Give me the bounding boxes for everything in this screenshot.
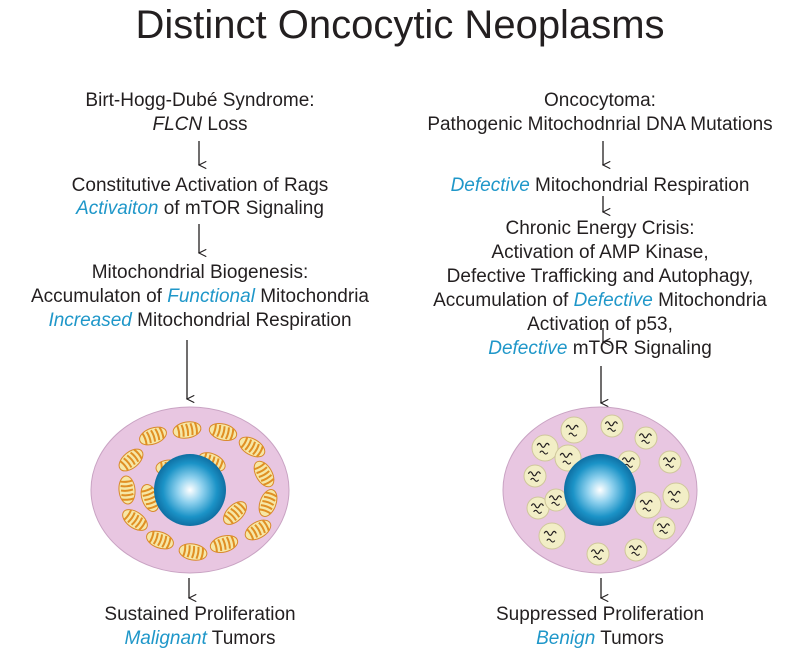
defective-mitochondrion [634, 426, 658, 450]
defective-mitochondrion [531, 434, 559, 462]
left-sustained-proliferation: Sustained Proliferation [104, 604, 296, 625]
defective-mitochondrion [600, 414, 624, 438]
left-mtor-activation: Activaiton of mTOR Signaling [76, 198, 324, 219]
functional-mitochondrion [209, 534, 239, 554]
defective-mitochondrion [652, 516, 676, 540]
functional-mitochondrion [208, 422, 238, 442]
functional-mitochondrion [139, 426, 167, 446]
right-mtdna-mutations: Pathogenic Mitochodnrial DNA Mutations [427, 114, 773, 135]
defective-mitochondrion [523, 464, 547, 488]
left-increased-respiration: Increased Mitochondrial Respiration [48, 310, 352, 331]
defective-mitochondrion [554, 444, 582, 472]
defective-mitochondrion [544, 488, 568, 512]
right-suppressed-proliferation: Suppressed Proliferation [495, 604, 705, 625]
right-nucleus [564, 454, 636, 526]
left-bhd-heading: Birt-Hogg-Dubé Syndrome: [85, 90, 315, 111]
defective-mitochondrion [538, 522, 566, 550]
right-energy-crisis-heading: Chronic Energy Crisis: [505, 218, 695, 239]
left-biogenesis-heading: Mitochondrial Biogenesis: [91, 262, 309, 283]
right-defective-trafficking: Defective Trafficking and Autophagy, [446, 266, 754, 287]
right-oncocytoma-heading: Oncocytoma: [544, 90, 656, 111]
left-cell [90, 406, 290, 574]
defective-mitochondrion [634, 491, 662, 519]
left-flcn-loss: FLCN Loss [152, 114, 248, 135]
left-malignant-tumors: Malignant Tumors [124, 628, 276, 649]
left-functional-accumulation: Accumulaton of Functional Mitochondria [31, 286, 369, 307]
defective-mitochondrion [662, 482, 690, 510]
right-defective-respiration: Defective Mitochondrial Respiration [450, 175, 750, 196]
right-benign-tumors: Benign Tumors [536, 628, 664, 649]
functional-mitochondrion [244, 519, 272, 541]
right-p53-activation: Activation of p53, [527, 314, 673, 335]
functional-mitochondrion [146, 530, 174, 550]
right-defective-accumulation: Accumulation of Defective Mitochondria [433, 290, 767, 311]
right-ampk-activation: Activation of AMP Kinase, [491, 242, 709, 263]
functional-mitochondrion [238, 436, 266, 458]
functional-mitochondrion [118, 448, 144, 472]
right-cell [502, 406, 698, 574]
defective-mitochondria [523, 414, 690, 566]
defective-mitochondrion [560, 416, 588, 444]
defective-mitochondrion [658, 450, 682, 474]
functional-mitochondrion [118, 475, 136, 505]
left-rags-activation: Constitutive Activation of Rags [71, 175, 329, 196]
functional-mitochondrion [178, 543, 208, 561]
defective-mitochondrion [624, 538, 648, 562]
functional-mitochondrion [253, 460, 275, 488]
functional-mitochondrion [258, 489, 278, 517]
defective-mitochondrion [526, 496, 550, 520]
defective-mitochondrion [586, 542, 610, 566]
left-nucleus [154, 454, 226, 526]
diagram-title: Distinct Oncocytic Neoplasms [135, 3, 665, 47]
functional-mitochondrion [122, 509, 148, 531]
functional-mitochondrion [172, 421, 202, 439]
functional-mitochondrion [223, 501, 247, 525]
